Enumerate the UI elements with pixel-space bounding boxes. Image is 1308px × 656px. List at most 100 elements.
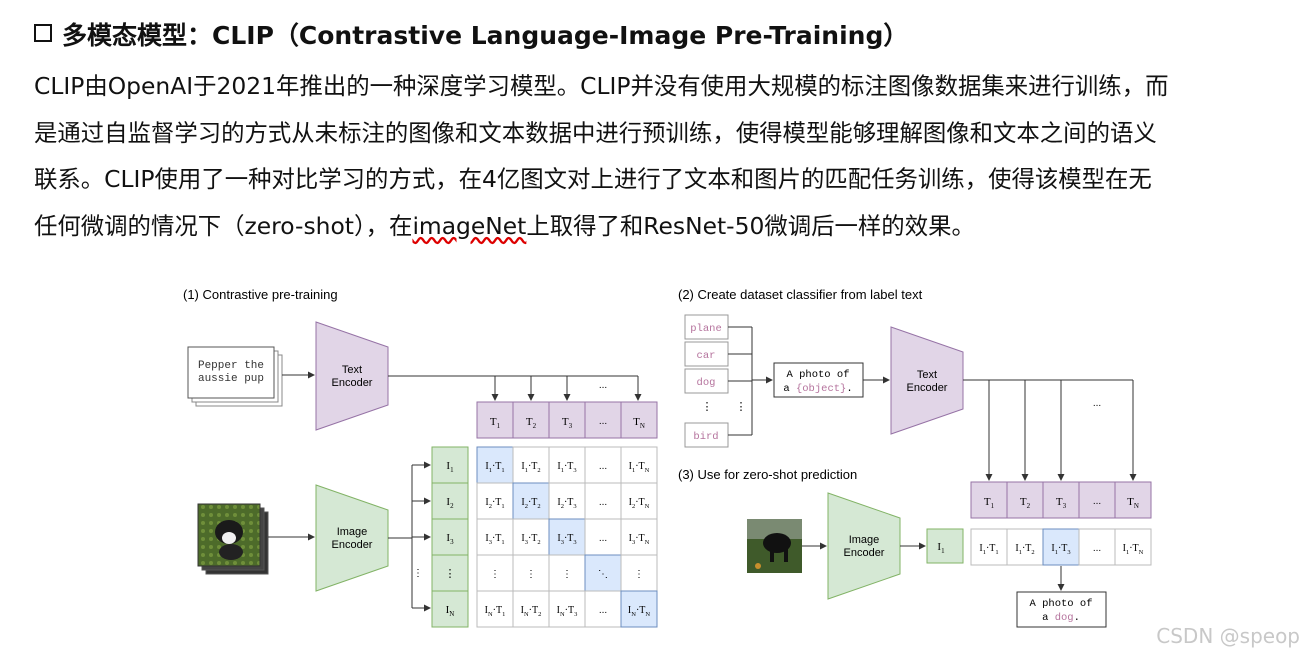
class-label-box — [684, 341, 729, 367]
text-embedding-label: T2 — [526, 416, 537, 430]
matrix-cell — [620, 446, 658, 484]
matrix-ellipsis: ... — [599, 533, 607, 544]
score-cell — [1006, 528, 1044, 566]
class-label-box — [684, 422, 729, 448]
matrix-cell — [512, 518, 550, 556]
matrix-cell — [548, 554, 586, 592]
query-image — [747, 519, 802, 573]
score-product: I1·T1 — [979, 543, 998, 556]
matrix-cell — [548, 482, 586, 520]
text-embedding-cell — [1078, 481, 1116, 519]
matrix-product: I3·T2 — [521, 533, 540, 546]
score-product: I1·TN — [1123, 543, 1144, 556]
text-embedding-label: T3 — [1056, 496, 1067, 510]
prediction-a: a — [1042, 612, 1055, 624]
i-branch-vdots: ⋮ — [413, 568, 423, 579]
prompt-template-line-1: A photo of — [786, 369, 849, 381]
prompt-template-box — [773, 362, 864, 398]
image-embedding-cell — [431, 554, 469, 592]
image-embedding-cell — [431, 482, 469, 520]
spellcheck-word: imageNet — [412, 211, 527, 240]
zero-shot-score-row: I1·T1 I1·T2 I1·T3... I1·TN — [970, 528, 1152, 566]
prediction-dog: dog — [1055, 612, 1074, 624]
score-cell — [1042, 528, 1080, 566]
heading-text: 多模态模型：CLIP（Contrastive Language-Image Pr… — [62, 21, 909, 50]
matrix-ellipsis: ... — [599, 497, 607, 508]
image-embedding-label: ⋮ — [445, 568, 456, 580]
matrix-cell — [476, 554, 514, 592]
image-embedding-cell — [431, 446, 469, 484]
matrix-product: I3·T3 — [557, 533, 576, 546]
matrix-cell — [584, 482, 622, 520]
text-embedding-label: T1 — [984, 496, 995, 510]
image-encoder-1-label-b: Encoder — [332, 539, 373, 551]
matrix-product: I2·TN — [629, 497, 650, 510]
matrix-product: I1·TN — [629, 461, 650, 474]
text-encoder-2-label-b: Encoder — [907, 382, 948, 394]
text-embedding-cell — [1114, 481, 1152, 519]
prompt-a: a — [783, 383, 796, 395]
image-embedding-cell — [431, 518, 469, 556]
para-line-3: 联系。CLIP使用了一种对比学习的方式，在4亿图文对上进行了文本和图片的匹配任务… — [34, 165, 1152, 193]
image-encoder-2 — [827, 492, 901, 600]
section-heading: 多模态模型：CLIP（Contrastive Language-Image Pr… — [34, 16, 908, 52]
label-branch-vdots: ⋮ — [736, 401, 747, 413]
text-encoder-1-label-a: Text — [342, 364, 362, 376]
prediction-box — [1016, 591, 1107, 628]
matrix-product: I2·T1 — [485, 497, 504, 510]
prediction-line-2: a dog. — [1042, 612, 1080, 624]
matrix-product: I1·T1 — [485, 461, 504, 474]
t-ellipsis-1: ... — [599, 380, 607, 391]
prompt-template-line-2: a {object}. — [783, 383, 852, 395]
matrix-cell — [620, 518, 658, 556]
class-label-text: dog — [697, 377, 716, 389]
text-encoder-2 — [890, 326, 964, 435]
image-embedding-cell — [431, 590, 469, 628]
matrix-cell — [548, 518, 586, 556]
text-embedding-ellipsis: ... — [599, 416, 607, 427]
matrix-product: IN·T3 — [557, 605, 578, 618]
text-embedding-label: T1 — [490, 416, 501, 430]
text-embedding-cell — [1006, 481, 1044, 519]
text-encoder-1-label-b: Encoder — [332, 377, 373, 389]
para-line-4: 任何微调的情况下（zero-shot），在imageNet上取得了和ResNet… — [34, 211, 975, 240]
image-input-stack — [197, 503, 269, 575]
matrix-ellipsis: ⋮ — [634, 569, 644, 580]
prediction-dot: . — [1074, 612, 1080, 624]
class-label-box — [684, 314, 729, 340]
checkbox-bullet-icon — [34, 24, 52, 42]
image-encoder-1 — [315, 484, 389, 592]
matrix-ellipsis: ⋮ — [490, 569, 500, 580]
score-product: I1·T3 — [1051, 543, 1070, 556]
prompt-object: {object} — [796, 383, 846, 395]
matrix-ellipsis: ... — [599, 605, 607, 616]
class-label-text: bird — [693, 431, 718, 443]
matrix-cell — [584, 518, 622, 556]
matrix-product: IN·T1 — [485, 605, 506, 618]
score-cell — [1114, 528, 1152, 566]
matrix-cell — [620, 590, 658, 628]
score-ellipsis: ... — [1093, 543, 1101, 554]
t-ellipsis-2: ... — [1093, 398, 1101, 409]
image-encoder-2-label-a: Image — [849, 534, 880, 546]
score-product: I1·T2 — [1015, 543, 1034, 556]
image-embedding-label: I3 — [446, 532, 454, 546]
text-encoder-1 — [315, 321, 389, 431]
text-embedding-cell — [1042, 481, 1080, 519]
watermark: CSDN @speop — [1156, 624, 1300, 648]
label-list-vdots: ⋮ — [702, 401, 713, 413]
image-embedding-label: I1 — [446, 460, 454, 474]
matrix-cell — [512, 590, 550, 628]
matrix-product: I2·T2 — [521, 497, 540, 510]
matrix-product: IN·TN — [628, 605, 651, 618]
score-cell — [970, 528, 1008, 566]
matrix-cell — [620, 554, 658, 592]
text-embedding-cell — [620, 401, 658, 439]
matrix-product: I3·T1 — [485, 533, 504, 546]
matrix-product: I1·T3 — [557, 461, 576, 474]
panel2-title: (2) Create dataset classifier from label… — [678, 287, 923, 302]
text-embedding-label: TN — [633, 416, 645, 430]
